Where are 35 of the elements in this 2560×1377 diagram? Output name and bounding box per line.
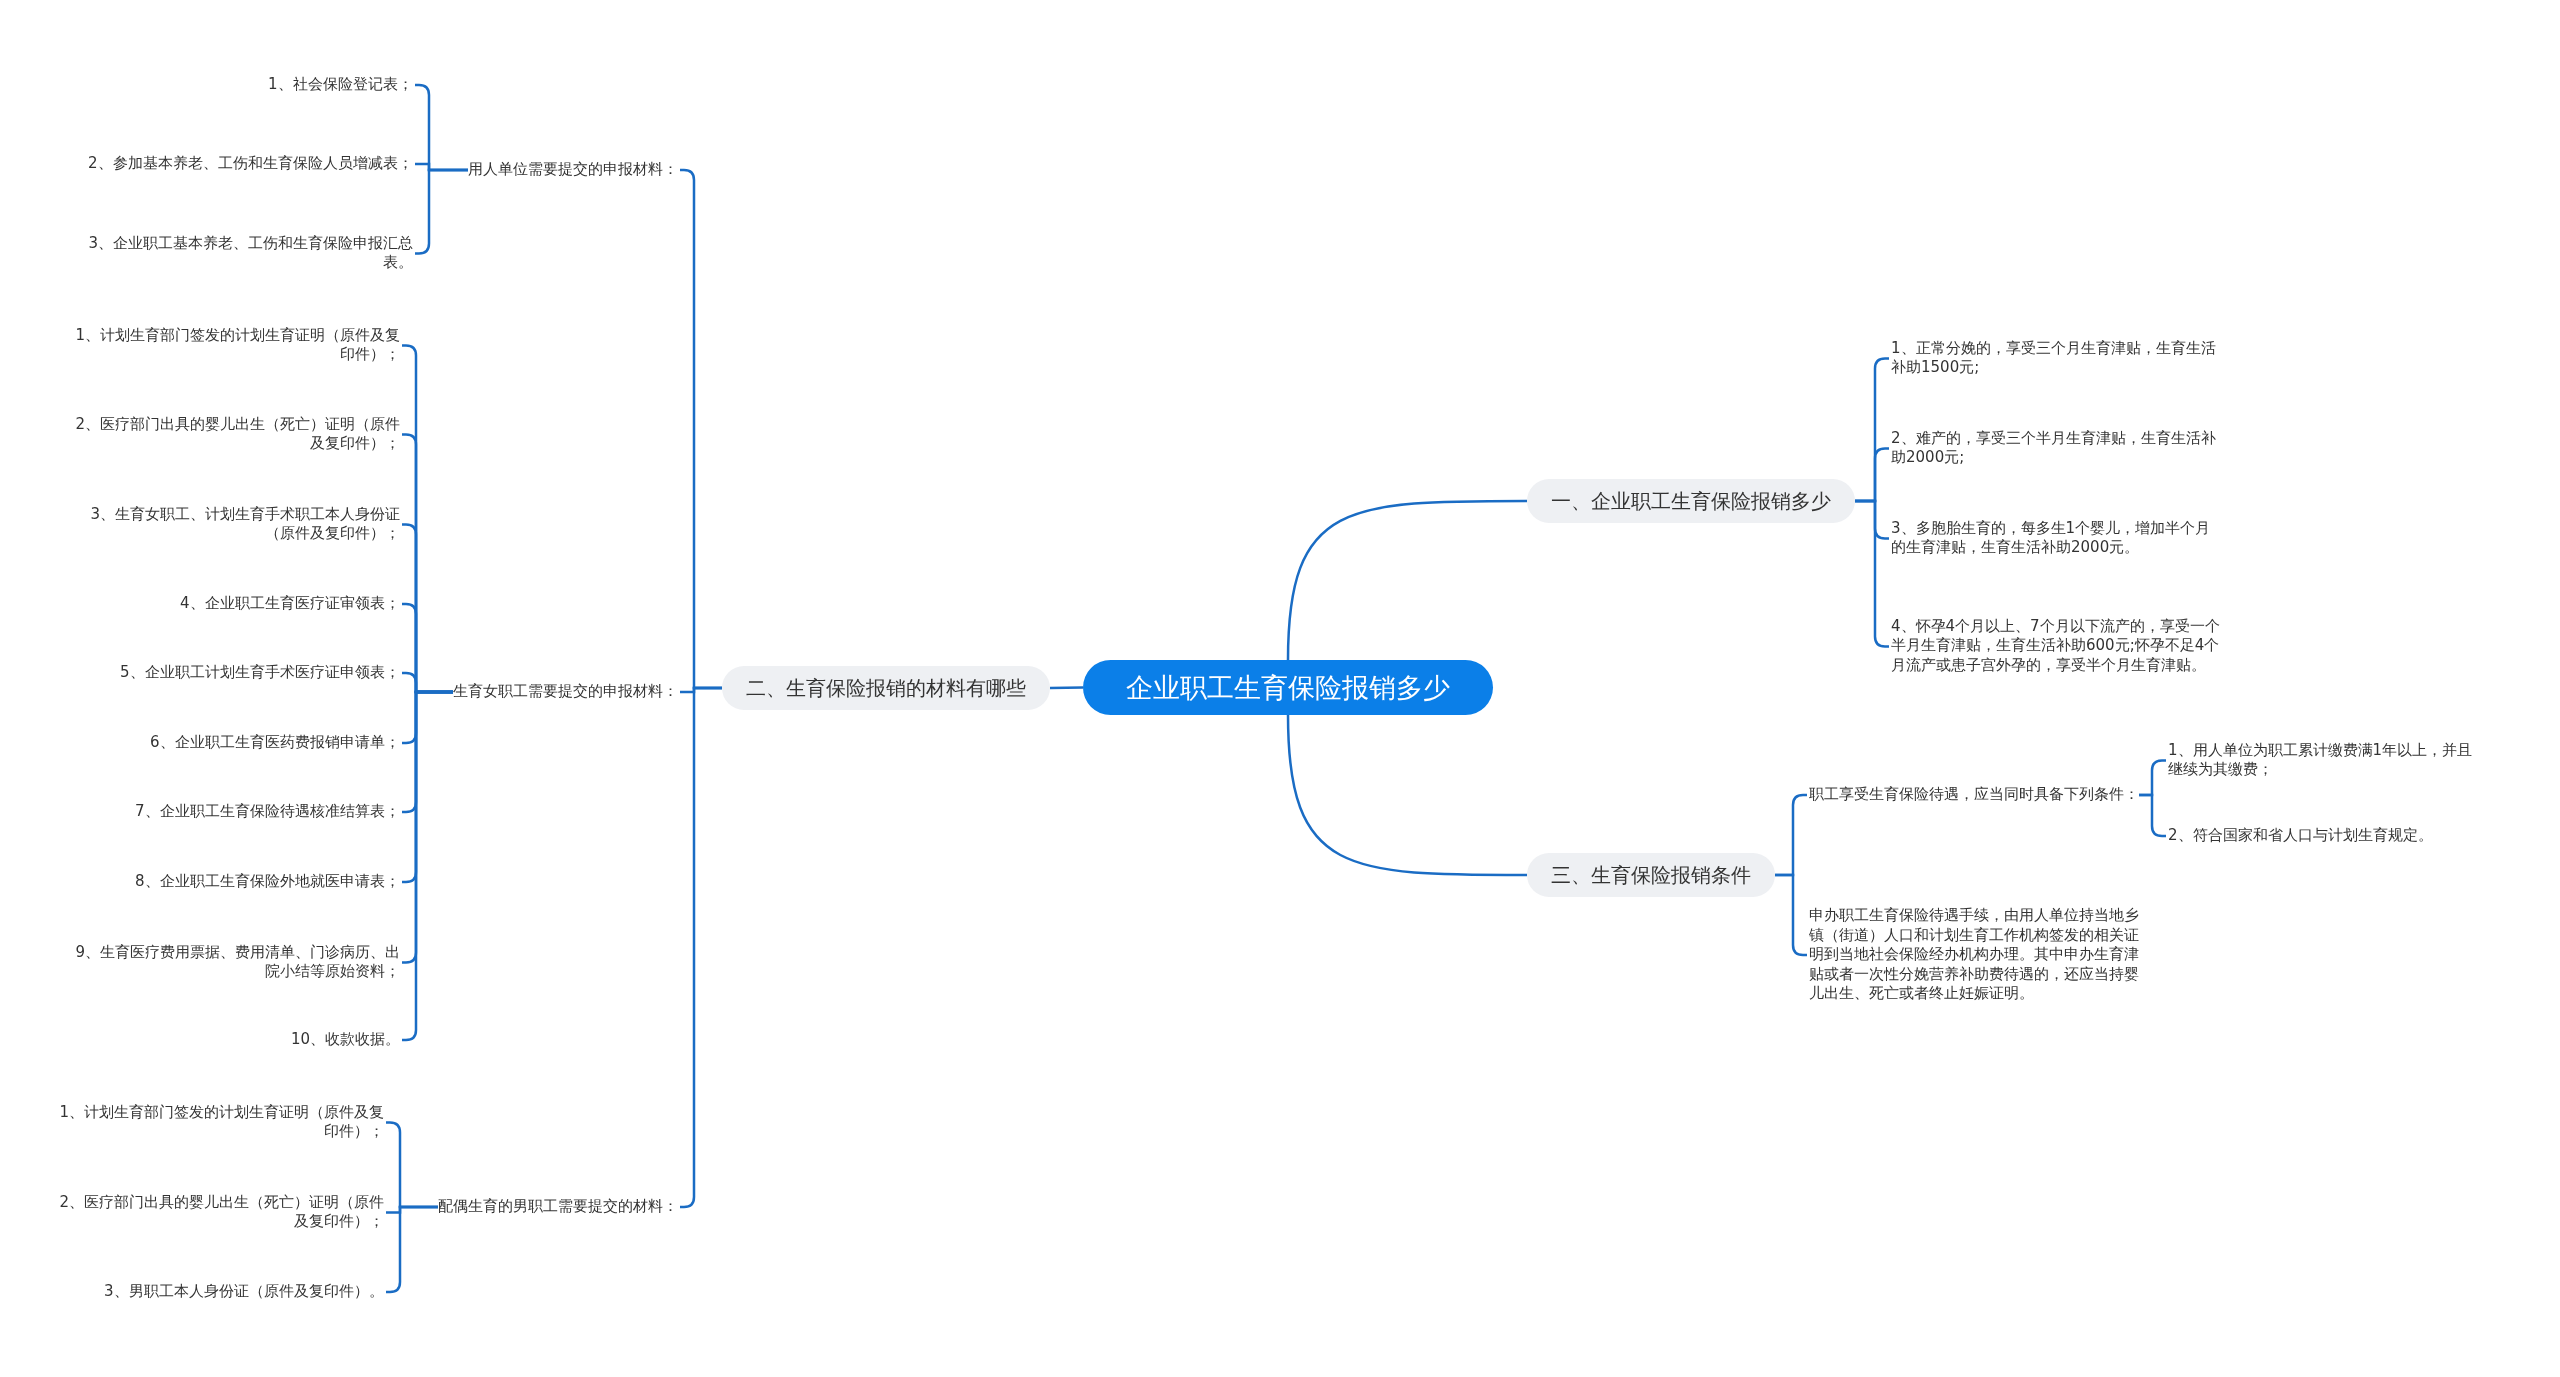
leaf-text: 5、企业职工计划生育手术医疗证申领表； [120,663,400,683]
branch-topic: 三、生育保险报销条件 [1527,853,1775,897]
leaf-text: 1、正常分娩的，享受三个月生育津贴，生育生活补助1500元; [1891,338,2221,378]
subtopic-text: 生育女职工需要提交的申报材料： [453,682,678,702]
leaf-text: 10、收款收据。 [291,1030,401,1050]
leaf-text: 2、参加基本养老、工伤和生育保险人员增减表； [88,154,413,174]
leaf-text: 9、生育医疗费用票据、费用清单、门诊病历、出院小结等原始资料； [70,942,400,982]
leaf-text: 2、医疗部门出具的婴儿出生（死亡）证明（原件及复印件）； [70,414,400,454]
leaf-text: 申办职工生育保险待遇手续，由用人单位持当地乡镇（街道）人口和计划生育工作机构签发的相关证明到当地社会保险经办机构办理。其中申办生育津贴或者一次性分娩营养补助费待遇的，还应当持婴儿出生、死亡或者终止妊娠证明。 [1809,906,2139,1004]
leaf-text: 1、计划生育部门签发的计划生育证明（原件及复印件）； [54,1102,384,1142]
leaf-text: 8、企业职工生育保险外地就医申请表； [135,872,400,892]
leaf-text: 职工享受生育保险待遇，应当同时具备下列条件： [1809,785,2139,805]
leaf-text: 3、生育女职工、计划生育手术职工本人身份证（原件及复印件）； [70,504,400,544]
leaf-text: 2、医疗部门出具的婴儿出生（死亡）证明（原件及复印件）； [54,1192,384,1232]
branch-topic: 一、企业职工生育保险报销多少 [1527,479,1855,523]
leaf-text: 7、企业职工生育保险待遇核准结算表； [135,802,400,822]
subtopic-text: 用人单位需要提交的申报材料： [468,160,678,180]
leaf-text: 2、符合国家和省人口与计划生育规定。 [2168,826,2433,846]
leaf-text: 3、企业职工基本养老、工伤和生育保险申报汇总表。 [83,233,413,273]
leaf-text: 6、企业职工生育医药费报销申请单； [150,733,400,753]
leaf-text: 1、用人单位为职工累计缴费满1年以上，并且继续为其缴费； [2168,740,2478,780]
connector-line [1286,714,1527,877]
branch-topic: 二、生育保险报销的材料有哪些 [722,666,1050,710]
leaf-text: 3、多胞胎生育的，每多生1个婴儿，增加半个月的生育津贴，生育生活补助2000元。 [1891,518,2221,558]
subtopic-text: 配偶生育的男职工需要提交的材料： [438,1197,678,1217]
connector-line [2139,793,2166,838]
central-topic: 企业职工生育保险报销多少 [1083,659,1493,715]
leaf-text: 4、怀孕4个月以上、7个月以下流产的，享受一个半月生育津贴，生育生活补助600元;怀孕不足4个月流产或患子宫外孕的，享受半个月生育津贴。 [1891,616,2221,675]
connector-line [1050,686,1083,690]
leaf-text: 4、企业职工生育医疗证审领表； [180,594,400,614]
leaf-text: 1、计划生育部门签发的计划生育证明（原件及复印件）； [70,325,400,365]
connector-line [1286,499,1527,661]
leaf-text: 1、社会保险登记表； [268,75,413,95]
leaf-text: 3、男职工本人身份证（原件及复印件）。 [104,1282,384,1302]
leaf-text: 2、难产的，享受三个半月生育津贴，生育生活补助2000元; [1891,428,2221,468]
